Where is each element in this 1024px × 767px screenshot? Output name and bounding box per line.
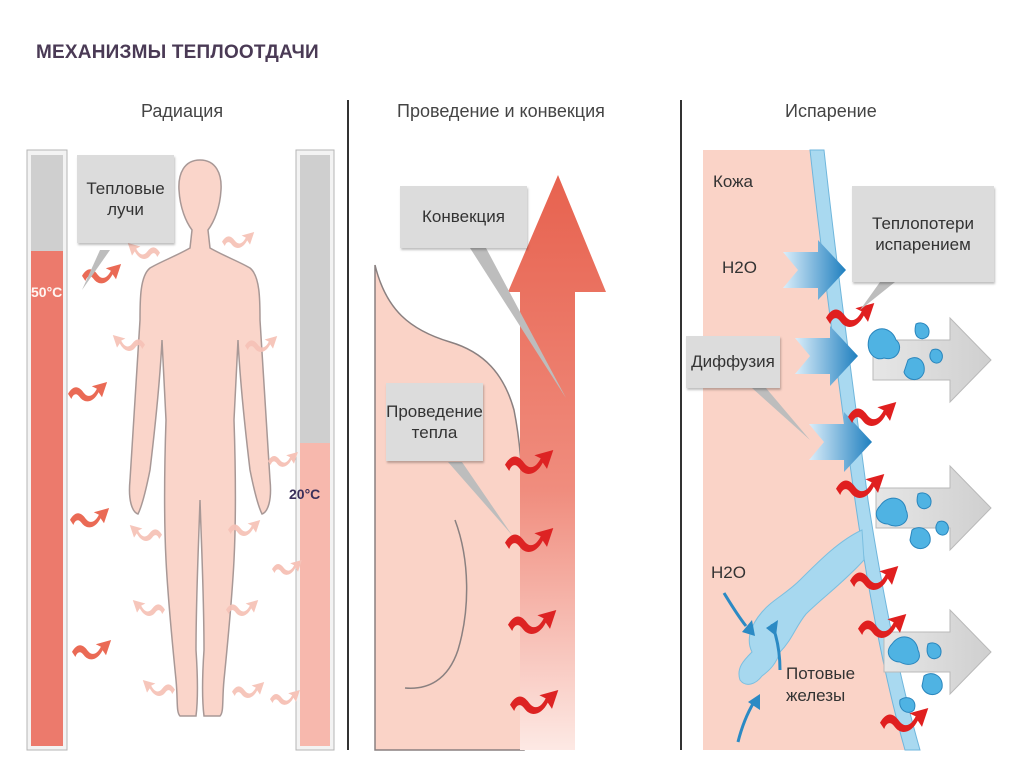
human-figure: [128, 159, 272, 717]
radiation-panel: [26, 149, 335, 751]
temp-cold-label: 20°C: [289, 486, 321, 502]
gland-water-arrowheads: [742, 620, 778, 710]
page-title: МЕХАНИЗМЫ ТЕПЛООТДАЧИ: [36, 42, 319, 63]
heading-evaporation: Испарение: [785, 101, 877, 121]
heading-convection: Проведение и конвекция: [397, 101, 605, 121]
skin-label: Кожа: [713, 172, 753, 191]
convection-callout-pointer: [470, 248, 566, 398]
shoulder-skin: [374, 264, 525, 751]
diffusion-callout-pointer: [752, 388, 810, 440]
hot-thermometer-fill: [31, 251, 63, 746]
callout-thermal-rays: Тепловые лучи: [77, 155, 174, 243]
skin-area: [703, 150, 905, 750]
heading-radiation: Радиация: [141, 101, 224, 121]
sweat-glands-label: Потовые железы: [786, 664, 856, 706]
h2o-top-label: H2O: [722, 258, 757, 277]
hot-thermometer: [26, 149, 68, 751]
callout-convection: Конвекция: [400, 186, 527, 248]
panel-dividers: [347, 100, 682, 750]
vapor-droplets: [867, 322, 949, 713]
temp-hot-label: 50°C: [31, 284, 63, 300]
cold-thermometer-fill: [300, 443, 330, 746]
rays-callout-pointer: [82, 250, 110, 290]
callout-diffusion: Диффузия: [686, 336, 780, 388]
diffusion-arrows: [783, 240, 872, 472]
evaporation-panel: [703, 149, 992, 751]
h2o-bottom-label: H2O: [711, 563, 746, 582]
sweat-gland: [738, 529, 865, 685]
convection-arrow: [508, 175, 606, 750]
conduction-callout-pointer: [448, 462, 512, 535]
cold-thermometer: [295, 149, 335, 751]
arm-contour: [404, 519, 468, 689]
callout-conduction: Проведение тепла: [386, 383, 483, 461]
convection-panel: [374, 175, 606, 751]
hot-radiation-arrows: [68, 264, 122, 660]
callout-evaporation-loss: Теплопотери испарением: [852, 186, 994, 282]
loss-callout-pointer: [860, 282, 895, 310]
